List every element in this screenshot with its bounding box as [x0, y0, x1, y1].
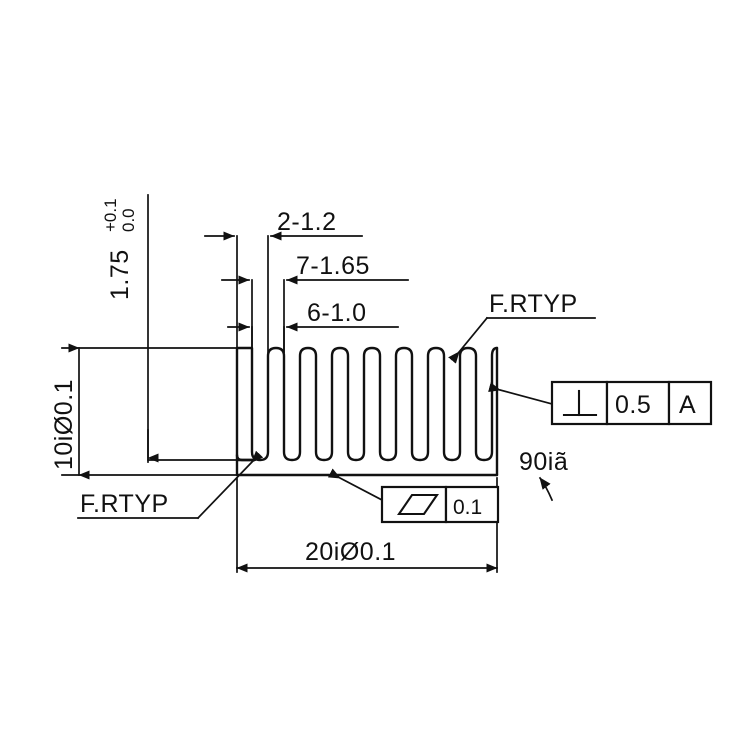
dim-label-overall-width: 20iØ0.1: [305, 538, 396, 566]
note-corner-angle: 90iã: [519, 448, 568, 502]
note-label-fillet-bottom: F.RTYP: [80, 490, 169, 518]
note-label-fillet-top: F.RTYP: [489, 290, 578, 318]
dimension-overall-height: 10iØ0.1: [50, 343, 90, 480]
dimension-fin-pitch-top: 2-1.2: [204, 208, 363, 241]
dim-label-2-1p2: 2-1.2: [277, 208, 336, 236]
parallelism-icon: [397, 493, 439, 516]
fcf-tolerance-cell-parallelism: [444, 485, 500, 524]
dim-label-6-1p0: 6-1.0: [307, 299, 366, 327]
angle-label: 90iã: [519, 448, 568, 476]
fcf-tolerance-value-parallelism: 0.1: [453, 496, 482, 519]
dim-label-1p75-tol-upper: +0.1: [101, 198, 120, 232]
note-fillet-bottom: F.RTYP: [77, 450, 264, 520]
fcf-symbol-cell-parallelism: [380, 485, 448, 524]
body-left-wall: [235, 346, 255, 462]
perpendicularity-icon: [562, 389, 598, 417]
leader-angle: [538, 476, 554, 502]
dimension-fin-gap-callout: 6-1.0: [227, 299, 399, 332]
fcf-datum-cell-perpendicularity: [667, 380, 713, 426]
dim-label-7-1p65: 7-1.65: [296, 252, 370, 280]
leader-parallelism: [327, 468, 384, 502]
note-fillet-top: F.RTYP: [448, 290, 596, 364]
fcf-tolerance-value-perpendicularity: 0.5: [615, 391, 651, 419]
feature-control-frame-perpendicularity: 0.5 A: [488, 380, 713, 426]
dimension-overall-width: 20iØ0.1: [236, 538, 498, 573]
leader-perpendicularity: [488, 382, 554, 406]
feature-control-frame-parallelism: 0.1: [327, 468, 500, 524]
dim-label-overall-height: 10iØ0.1: [50, 379, 78, 470]
dimension-base-thickness: 1.75 +0.1 0.0: [101, 198, 159, 463]
extension-lines: [61, 194, 498, 573]
part-outline: [235, 346, 499, 477]
fin-comb-profile: [235, 346, 499, 462]
dimension-fin-height-callout: 7-1.65: [221, 252, 409, 285]
leader-fillet-top: [448, 316, 489, 364]
leader-fillet-bottom: [196, 450, 264, 520]
fcf-datum-value-perpendicularity: A: [679, 391, 696, 419]
dim-label-1p75-tol-lower: 0.0: [119, 208, 138, 232]
dim-label-1p75: 1.75: [106, 249, 134, 300]
